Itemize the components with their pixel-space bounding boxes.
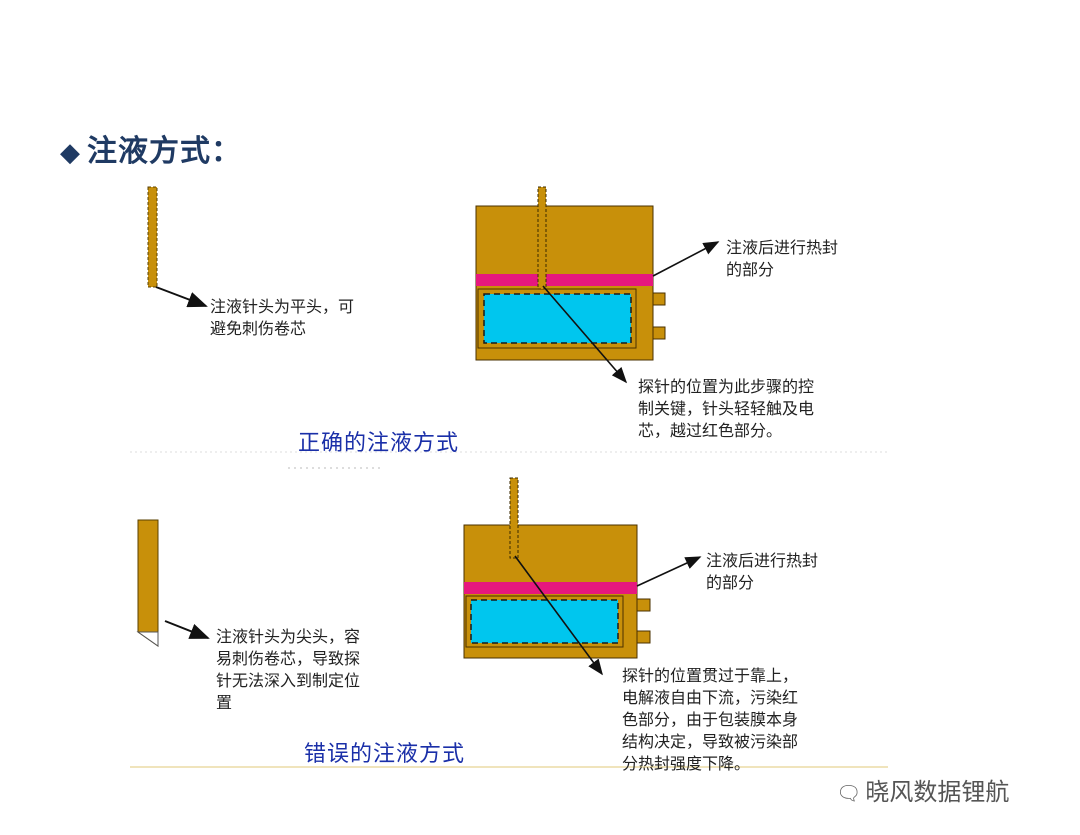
note-line: 探针的位置为此步骤的控 xyxy=(638,377,815,396)
correct-seal-note: 注液后进行热封 的部分 xyxy=(726,237,838,281)
note-line: 注液针头为尖头，容 xyxy=(216,627,361,646)
diamond-bullet-icon: ◆ xyxy=(60,138,81,168)
correct-needle-note: 注液针头为平头，可 避免刺伤卷芯 xyxy=(210,296,354,340)
note-line: 易刺伤卷芯，导致探 xyxy=(216,649,361,668)
wrong-core xyxy=(470,599,619,644)
wrong-probe-note: 探针的位置贯过于靠上， 电解液自由下流，污染红 色部分，由于包装膜本身 结构决定… xyxy=(622,665,798,775)
wrong-seal-note: 注液后进行热封 的部分 xyxy=(706,550,818,594)
watermark: 🗨晓风数据锂航 xyxy=(836,772,1009,807)
correct-probe-arrow xyxy=(542,285,628,384)
page-title: ◆注液方式： xyxy=(60,126,242,170)
correct-seal-band xyxy=(476,274,653,286)
wrong-probe-needle xyxy=(509,477,519,559)
note-line: 芯，越过红色部分。 xyxy=(638,421,783,440)
note-line: 注液后进行热封 xyxy=(726,238,839,257)
note-line: 注液后进行热封 xyxy=(706,551,819,570)
wrong-sharp-needle xyxy=(136,519,159,647)
watermark-text: 晓风数据锂航 xyxy=(865,778,1010,806)
note-line: 避免刺伤卷芯 xyxy=(210,319,307,338)
wrong-package xyxy=(463,477,651,659)
correct-core xyxy=(483,293,632,344)
wrong-seal-band xyxy=(464,582,637,594)
note-line: 探针的位置贯过于靠上， xyxy=(622,666,799,685)
page-title-text: 注液方式： xyxy=(87,134,242,169)
correct-probe-needle xyxy=(537,186,547,290)
note-line: 注液针头为平头，可 xyxy=(210,297,355,316)
note-line: 制关键，针头轻轻触及电 xyxy=(638,399,815,418)
correct-probe-note: 探针的位置为此步骤的控 制关键，针头轻轻触及电 芯，越过红色部分。 xyxy=(638,376,814,442)
correct-needle-arrow xyxy=(155,286,208,308)
note-line: 色部分，由于包装膜本身 xyxy=(622,710,799,729)
correct-tab-1 xyxy=(652,292,666,306)
wrong-tab-2 xyxy=(636,630,651,644)
correct-tab-2 xyxy=(652,326,666,340)
wrong-seal-arrow xyxy=(636,556,702,587)
note-line: 针无法深入到制定位 xyxy=(216,671,361,690)
correct-caption: 正确的注液方式 xyxy=(298,431,460,456)
wrong-needle-note: 注液针头为尖头，容 易刺伤卷芯，导致探 针无法深入到制定位 置 xyxy=(216,626,360,714)
wrong-tab-1 xyxy=(636,598,651,612)
note-line: 的部分 xyxy=(726,260,775,279)
wrong-caption: 错误的注液方式 xyxy=(304,742,466,767)
note-line: 结构决定，导致被污染部 xyxy=(622,732,799,751)
correct-package xyxy=(475,186,666,361)
note-line: 分热封强度下降。 xyxy=(622,754,751,773)
correct-seal-arrow xyxy=(652,241,720,277)
correct-flat-needle xyxy=(147,186,158,288)
note-line: 的部分 xyxy=(706,573,755,592)
note-line: 置 xyxy=(216,693,233,712)
wrong-probe-arrow xyxy=(514,555,603,676)
wechat-icon: 🗨 xyxy=(836,781,862,805)
note-line: 电解液自由下流，污染红 xyxy=(622,688,799,707)
wrong-needle-arrow xyxy=(164,620,210,639)
